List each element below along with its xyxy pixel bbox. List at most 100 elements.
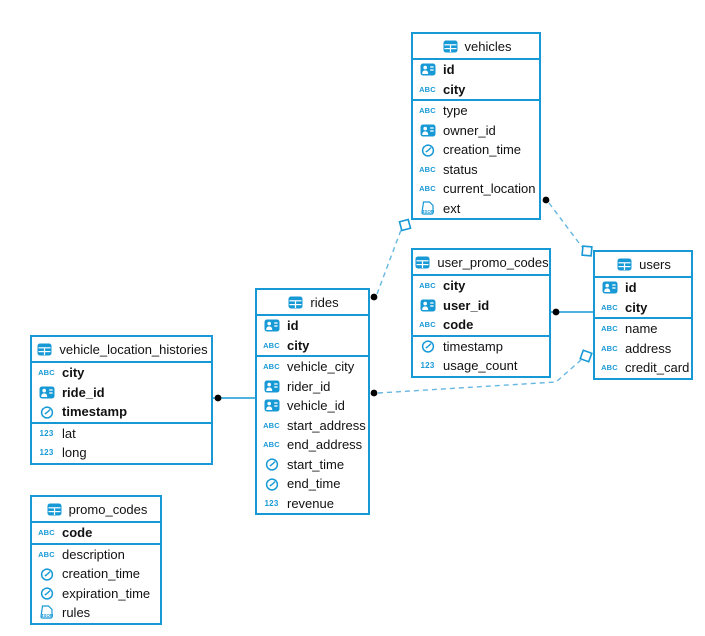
column-rules: JSON rules [32, 603, 160, 623]
table-header-vehicle_location_histories[interactable]: vehicle_location_histories [32, 337, 211, 363]
primary-key-column-user_id: user_id [413, 296, 549, 316]
primary-key-separator [257, 355, 368, 357]
table-icon [413, 255, 432, 269]
column-label: long [62, 445, 87, 461]
id-badge-icon [600, 281, 619, 295]
primary-key-separator [32, 542, 160, 545]
json-document-icon: JSON [37, 605, 56, 620]
table-name: vehicles [464, 38, 512, 54]
abc-text-icon: ABC [263, 362, 280, 372]
svg-text:JSON: JSON [40, 613, 53, 618]
primary-key-column-city: ABC city [32, 363, 211, 383]
column-label: type [443, 103, 468, 119]
column-label: vehicle_id [287, 398, 345, 414]
table-icon [286, 295, 305, 309]
column-label: user_id [443, 297, 490, 313]
table-header-rides[interactable]: rides [257, 290, 368, 316]
table-icon [615, 257, 634, 271]
svg-text:JSON: JSON [421, 209, 434, 214]
primary-key-separator [413, 99, 539, 101]
id-badge-icon [37, 385, 56, 399]
abc-text-icon: ABC [263, 420, 280, 430]
id-badge-icon [262, 399, 281, 413]
column-label: address [625, 340, 672, 356]
column-label: vehicle_city [287, 359, 355, 375]
column-label: name [625, 321, 658, 337]
column-label: city [443, 278, 466, 294]
column-label: current_location [443, 181, 536, 197]
column-long: 123 long [32, 443, 211, 463]
table-icon [45, 502, 64, 516]
abc-text-icon: ABC [263, 340, 280, 350]
column-label: rules [62, 605, 91, 621]
column-label: city [62, 365, 85, 381]
column-label: revenue [287, 495, 334, 511]
abc-text-icon: ABC [38, 549, 55, 559]
primary-key-column-city: ABC city [595, 298, 691, 318]
table-header-user_promo_codes[interactable]: user_promo_codes [413, 250, 549, 276]
column-label: rider_id [287, 378, 331, 394]
column-creation_time: creation_time [413, 140, 539, 160]
column-label: end_time [287, 476, 341, 492]
column-label: code [62, 525, 93, 541]
abc-text-icon: ABC [38, 528, 55, 538]
id-badge-icon [418, 123, 437, 137]
column-label: ride_id [62, 384, 105, 400]
primary-key-column-id: id [257, 316, 368, 336]
numeric-123-icon: 123 [39, 448, 54, 458]
primary-key-column-code: ABC code [32, 523, 160, 543]
clock-icon [418, 339, 437, 353]
table-name: users [639, 256, 671, 272]
primary-key-column-city: ABC city [413, 276, 549, 296]
table-header-promo_codes[interactable]: promo_codes [32, 497, 160, 523]
table-header-vehicles[interactable]: vehicles [413, 34, 539, 60]
column-vehicle_city: ABC vehicle_city [257, 357, 368, 377]
primary-key-separator [32, 421, 211, 424]
column-label: city [443, 81, 466, 97]
abc-text-icon: ABC [601, 302, 618, 312]
column-creation_time: creation_time [32, 564, 160, 584]
table-header-users[interactable]: users [595, 252, 691, 278]
column-label: city [625, 299, 648, 315]
column-end_time: end_time [257, 474, 368, 494]
column-label: status [443, 161, 478, 177]
column-owner_id: owner_id [413, 121, 539, 141]
abc-text-icon: ABC [419, 281, 436, 291]
abc-text-icon: ABC [263, 440, 280, 450]
column-label: expiration_time [62, 585, 151, 601]
table-name: vehicle_location_histories [59, 341, 208, 357]
clock-icon [262, 457, 281, 471]
id-badge-icon [262, 379, 281, 393]
column-label: ext [443, 200, 461, 216]
column-label: timestamp [62, 404, 128, 420]
numeric-123-icon: 123 [264, 498, 279, 508]
column-end_address: ABC end_address [257, 435, 368, 455]
column-ext: JSON ext [413, 199, 539, 219]
column-label: start_time [287, 456, 345, 472]
table-name: rides [310, 294, 339, 310]
abc-text-icon: ABC [38, 368, 55, 378]
id-badge-icon [262, 319, 281, 333]
column-label: end_address [287, 437, 363, 453]
id-badge-icon [418, 298, 437, 312]
clock-icon [37, 566, 56, 581]
primary-key-column-ride_id: ride_id [32, 383, 211, 403]
clock-icon [37, 586, 56, 600]
column-label: creation_time [62, 566, 141, 582]
